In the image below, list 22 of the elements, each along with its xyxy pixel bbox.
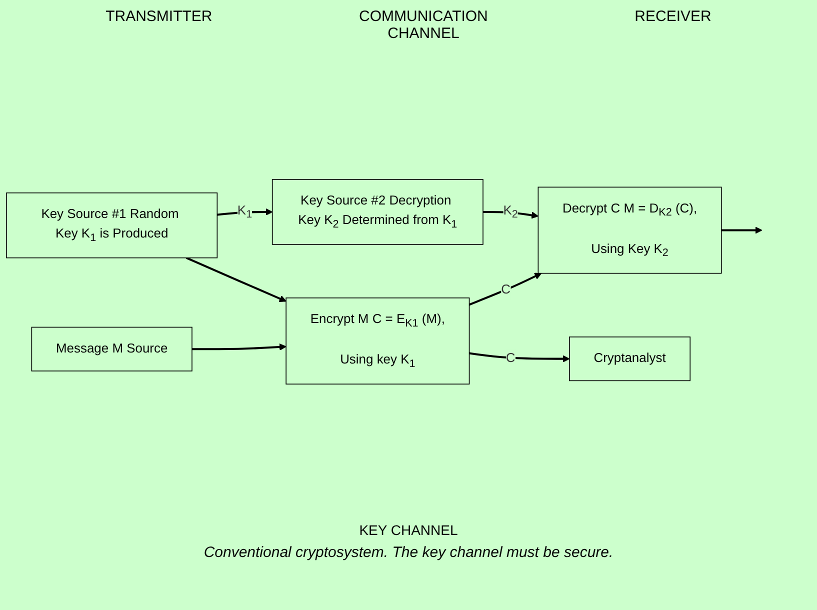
arrow: [483, 211, 538, 219]
node-box: Cryptanalyst: [569, 336, 690, 382]
column-heading: COMMUNICATION CHANNEL: [358, 8, 489, 42]
column-heading: TRANSMITTER: [106, 8, 212, 27]
caption: Conventional cryptosystem. The key channel must be secure.: [204, 544, 614, 561]
edge-label: C: [506, 352, 516, 366]
edge-label: K$_{2}$: [503, 204, 518, 220]
edge-label: K$_{1}$: [237, 204, 252, 220]
edge-label: C: [501, 283, 510, 297]
arrow: [192, 344, 286, 351]
arrow: [721, 226, 762, 234]
arrow: [217, 208, 273, 216]
arrow: [186, 257, 286, 302]
node-box: Key Source #2 Decryption Key K$_{2}$ Determined from K$_{1}$: [272, 179, 484, 246]
node-box: Decrypt C M = D$_{K2}$ (C), Using Key K$_{2}$: [538, 186, 722, 274]
node-box: Encrypt M C = E$_{K1}$ (M), Using key K$_{1}$: [286, 298, 470, 385]
arrow: [469, 352, 570, 363]
column-heading: RECEIVER: [634, 8, 712, 27]
node-box: Message M Source: [31, 327, 192, 372]
channel-label: KEY CHANNEL: [359, 522, 458, 538]
node-box: Key Source #1 Random Key K$_{1}$ is Produced: [6, 192, 218, 258]
arrow: [468, 273, 542, 306]
